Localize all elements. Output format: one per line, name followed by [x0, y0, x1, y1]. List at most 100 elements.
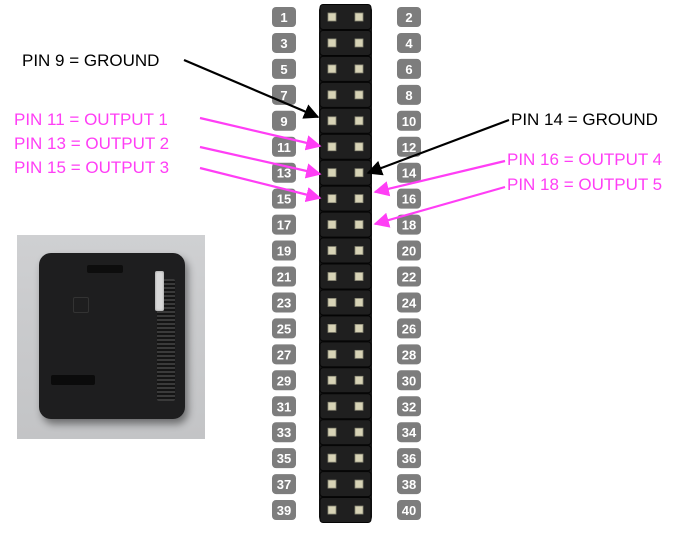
header-segment — [319, 367, 372, 394]
header-pin — [327, 427, 337, 437]
header-pin — [327, 116, 337, 126]
pin-number-badge — [397, 422, 421, 443]
pin-number-label: 32 — [402, 399, 416, 414]
pin-number-badge — [397, 292, 421, 313]
pin-number-badge — [272, 396, 296, 417]
pin-number-label: 3 — [280, 36, 287, 51]
header-segment — [319, 315, 372, 342]
header-pin — [327, 90, 337, 100]
pin-number-label: 7 — [280, 88, 287, 103]
header-segment — [319, 341, 372, 368]
pin-number-label: 21 — [277, 270, 291, 285]
pin-number-badge — [397, 58, 421, 79]
pin-number-label: 40 — [402, 503, 416, 518]
pin-number-label: 13 — [277, 166, 291, 181]
header-pin — [354, 142, 364, 152]
pin-number-badge — [272, 58, 296, 79]
header-segment — [319, 419, 372, 446]
header-pin — [354, 298, 364, 307]
pin-number-badge — [397, 84, 421, 105]
enclosure-case-photo — [17, 235, 205, 439]
header-segment — [319, 4, 372, 30]
header-pin — [354, 375, 364, 385]
pin-number-label: 20 — [402, 244, 416, 259]
pin-number-label: 15 — [277, 192, 291, 207]
pin-number-label: 30 — [402, 373, 416, 388]
pin-number-label: 26 — [402, 321, 416, 336]
header-pin — [327, 194, 337, 204]
case-latch — [155, 271, 164, 311]
pin-number-badge — [272, 500, 296, 521]
pin-number-label: 4 — [405, 36, 413, 51]
pin-number-badge — [272, 110, 296, 131]
header-pin — [354, 116, 364, 126]
header-pin — [327, 142, 337, 152]
header-segment — [319, 497, 372, 524]
annotation-label: PIN 9 = GROUND — [22, 51, 159, 70]
pin-number-label: 19 — [277, 244, 291, 259]
pin-number-badge — [397, 7, 421, 27]
header-pin — [354, 453, 364, 463]
pin-number-label: 25 — [277, 321, 291, 336]
header-pin — [354, 505, 364, 515]
header-segment — [319, 263, 372, 290]
pin-number-badge — [272, 188, 296, 209]
pin-number-badge — [272, 318, 296, 339]
header-pin — [354, 38, 364, 48]
pin-number-label: 16 — [402, 192, 416, 207]
header-pin — [354, 401, 364, 411]
header-pin — [327, 298, 337, 307]
case-body — [39, 253, 185, 419]
case-top-slot — [87, 265, 123, 273]
header-pin — [327, 375, 337, 385]
pin-number-label: 18 — [402, 218, 416, 233]
pin-number-badge — [397, 474, 421, 495]
pin-number-badge — [397, 500, 421, 521]
header-pin — [354, 220, 364, 230]
header-segment — [319, 29, 372, 56]
pin-number-label: 28 — [402, 347, 416, 362]
pin-number-label: 24 — [402, 295, 417, 310]
pin-number-label: 5 — [280, 62, 287, 77]
pin-number-label: 36 — [402, 451, 416, 466]
pin-number-badge — [397, 266, 421, 287]
pin-number-badge — [397, 370, 421, 391]
pin-number-badge — [397, 240, 421, 261]
pin-number-badge — [272, 7, 296, 27]
pin-number-label: 1 — [280, 10, 287, 25]
header-pin — [327, 479, 337, 489]
pin-number-label: 23 — [277, 295, 291, 310]
pin-number-badge — [272, 266, 296, 287]
pin-number-badge — [397, 32, 421, 53]
annotation-arrow — [199, 145, 322, 179]
header-pin — [354, 349, 364, 359]
header-pin — [354, 246, 364, 255]
annotation-arrow — [199, 166, 322, 203]
pin-number-label: 22 — [402, 270, 416, 285]
case-side-slot — [51, 375, 95, 385]
pin-number-label: 6 — [405, 62, 412, 77]
pin-number-badge — [397, 136, 421, 157]
pin-number-badge — [272, 240, 296, 261]
pin-number-label: 27 — [277, 347, 291, 362]
annotation-arrow — [373, 185, 506, 228]
pin-number-label: 37 — [277, 477, 291, 492]
header-pin — [354, 64, 364, 74]
pin-number-badge — [272, 292, 296, 313]
header-pin — [354, 194, 364, 204]
pin-number-label: 17 — [277, 218, 291, 233]
header-pin — [327, 272, 337, 281]
header-pin — [354, 168, 364, 178]
header-pin — [354, 479, 364, 489]
pin-number-label: 33 — [277, 425, 291, 440]
header-pin — [327, 323, 337, 333]
annotation-label: PIN 11 = OUTPUT 1 — [14, 110, 168, 129]
pin-number-label: 34 — [402, 425, 417, 440]
header-segment — [319, 445, 372, 472]
pin-number-badge — [272, 422, 296, 443]
annotation-label: PIN 14 = GROUND — [511, 110, 658, 129]
header-segment — [319, 211, 372, 238]
pin-number-badge — [272, 448, 296, 469]
annotation-arrow — [373, 159, 506, 197]
